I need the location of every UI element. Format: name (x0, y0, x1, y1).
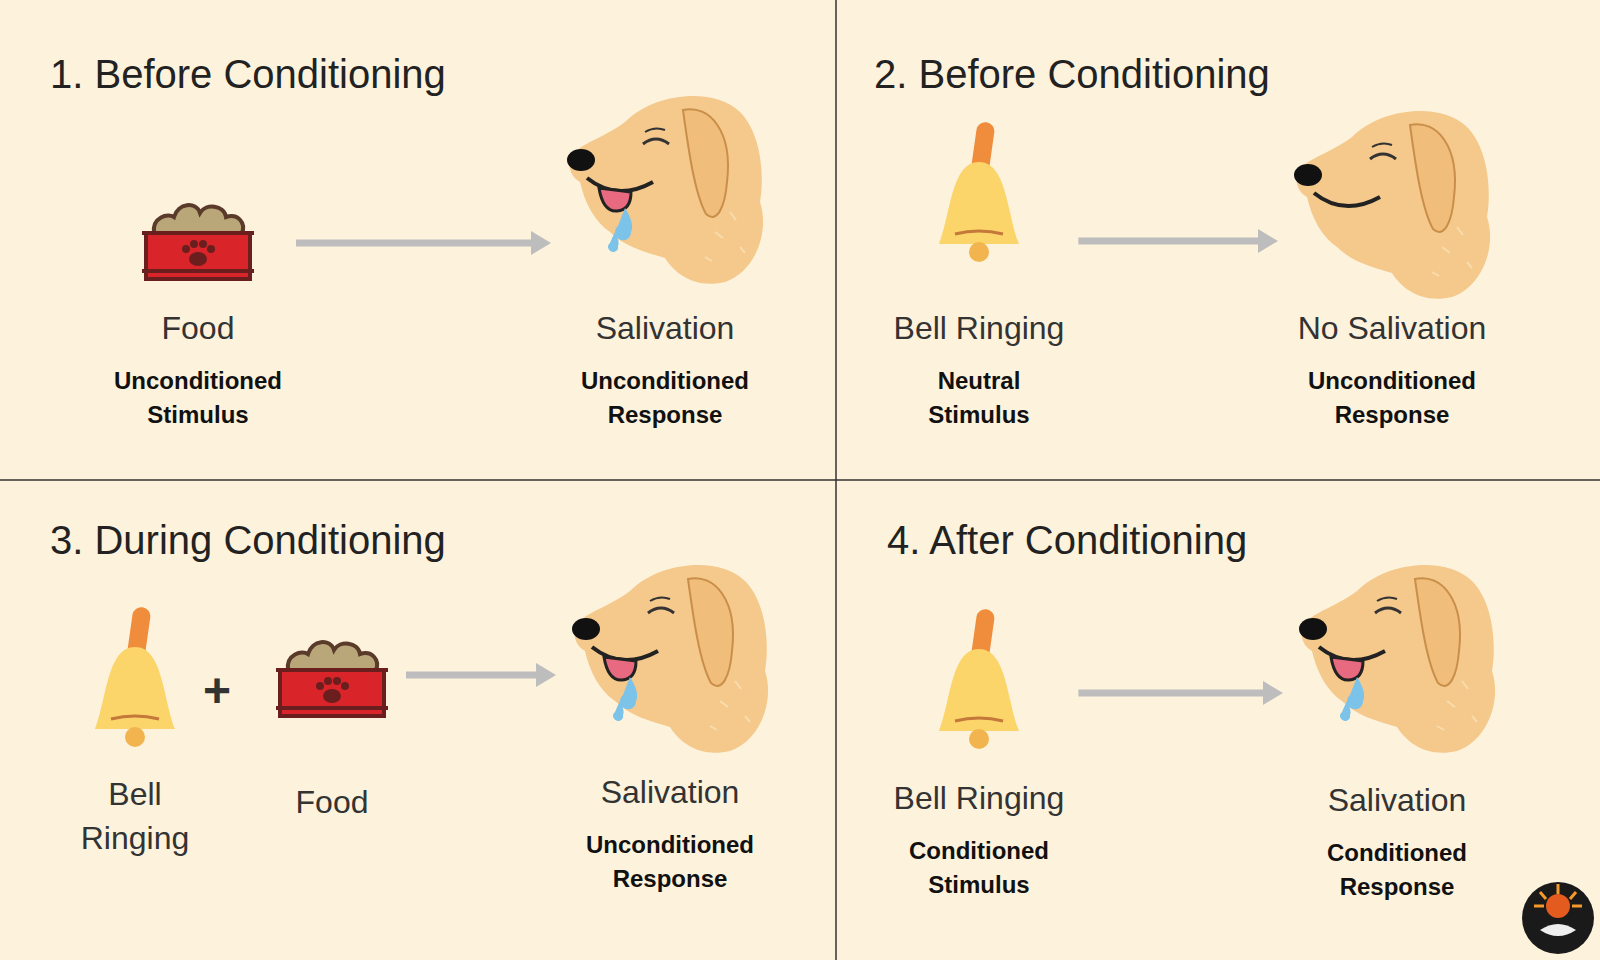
item-caption: Salivation (565, 306, 765, 350)
dog-icon (565, 82, 765, 287)
stimulus-item: Food (264, 628, 400, 828)
item-caption: No Salivation (1292, 306, 1492, 350)
stimulus-item: Bell Ringing (73, 603, 198, 864)
panel-title: 2. Before Conditioning (874, 52, 1270, 97)
panel-band: 4. After ConditioningBell RingingConditi… (836, 480, 1600, 960)
stimulus-item: SalivationConditioned Response (1289, 547, 1505, 908)
stimulus-item: Bell RingingNeutral Stimulus (886, 118, 1073, 436)
arrow-connector (1078, 681, 1283, 705)
stimulus-item: Bell RingingConditioned Stimulus (886, 605, 1073, 906)
panel-band: 2. Before ConditioningBell RingingNeutra… (836, 0, 1600, 480)
logo-badge (1522, 882, 1594, 954)
term-label: Unconditioned Stimulus (114, 364, 282, 432)
dog-icon (1297, 551, 1497, 756)
plus-sign: + (203, 663, 231, 718)
arrow-connector (406, 663, 556, 687)
panel-title: 4. After Conditioning (887, 518, 1247, 563)
dog-icon (570, 551, 770, 756)
term-label: Unconditioned Response (1308, 364, 1476, 432)
panel-title: 1. Before Conditioning (50, 52, 446, 97)
dog-icon (1292, 97, 1492, 302)
arrow-connector (296, 231, 551, 255)
item-caption: Bell Ringing (894, 776, 1065, 820)
term-label: Conditioned Stimulus (909, 834, 1049, 902)
stimulus-item: No SalivationUnconditioned Response (1284, 93, 1500, 436)
panel-band: 1. Before ConditioningFoodUnconditioned … (0, 0, 836, 480)
bell-icon (931, 609, 1027, 759)
stimulus-item: SalivationUnconditioned Response (562, 547, 778, 900)
item-caption: Bell Ringing (81, 772, 190, 860)
item-caption: Food (272, 780, 392, 824)
food-icon (138, 195, 258, 285)
stimulus-item: FoodUnconditioned Stimulus (106, 191, 290, 436)
item-caption: Food (114, 306, 282, 350)
arrow-connector (1078, 229, 1278, 253)
term-label: Unconditioned Response (586, 828, 754, 896)
bell-icon (931, 122, 1027, 272)
term-label: Unconditioned Response (581, 364, 749, 432)
term-label: Conditioned Response (1327, 836, 1467, 904)
food-icon (272, 632, 392, 722)
term-label: Neutral Stimulus (928, 364, 1029, 432)
panel-band: 3. During ConditioningBell Ringing Food Sa… (0, 480, 836, 960)
item-caption: Bell Ringing (894, 306, 1065, 350)
item-caption: Salivation (570, 770, 770, 814)
stimulus-item: SalivationUnconditioned Response (557, 78, 773, 436)
panel-title: 3. During Conditioning (50, 518, 446, 563)
item-caption: Salivation (1297, 778, 1497, 822)
bell-icon (87, 607, 183, 757)
